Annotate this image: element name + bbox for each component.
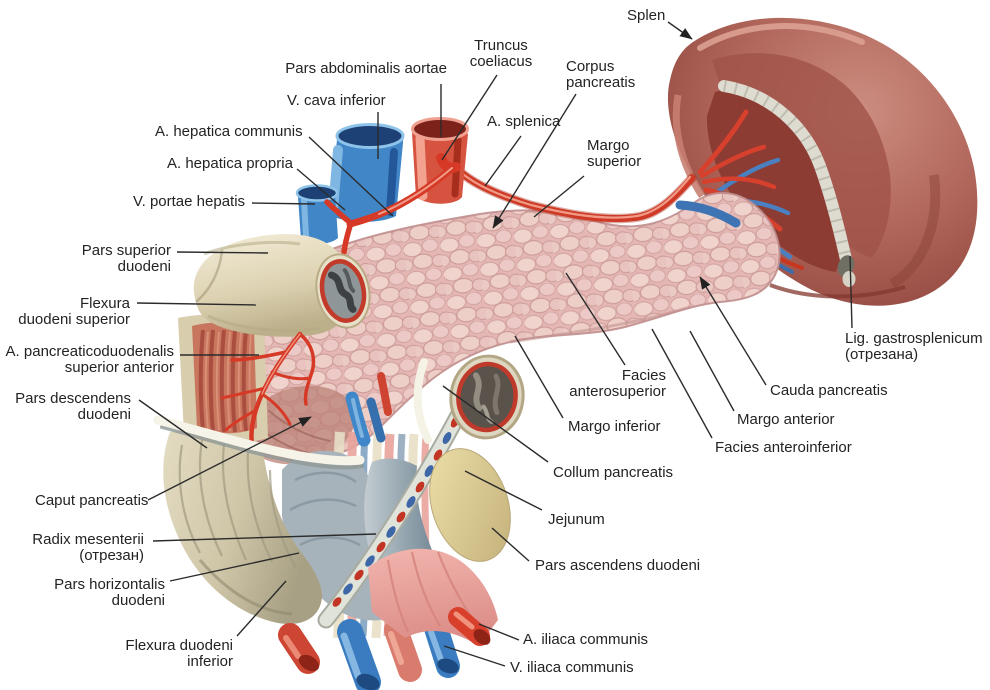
label-a-hepatica-propria: A. hepatica propria (167, 155, 293, 172)
leader-hepatica-propria (296, 168, 346, 211)
label-v-portae-hepatis: V. portae hepatis (133, 193, 246, 210)
label-margo-inferior: Margo inferior (568, 418, 661, 435)
label-truncus-coeliacus: Truncus coeliacus (469, 37, 533, 70)
label-facies-anterosuperior: Facies anterosuperior (569, 367, 666, 400)
leader-pars-horizontalis (169, 552, 300, 582)
label-lig-gastrosplenicum: Lig. gastrosplenicum (отрезана) (845, 330, 983, 363)
label-margo-anterior: Margo anterior (737, 411, 835, 428)
leader-portae (251, 202, 316, 205)
leader-v-iliaca (443, 645, 506, 667)
hepatic-artery-branches (324, 164, 456, 255)
jejunum-bulge (429, 448, 511, 562)
label-a-pancreaticoduodenalis: A. pancreaticoduodenalis superior anteri… (5, 343, 174, 376)
leader-truncus (441, 74, 498, 161)
radix-mesenterii-band (317, 399, 471, 629)
leader-hepatica-communis (308, 136, 394, 217)
leader-lines (136, 21, 853, 667)
label-cauda-pancreatis: Cauda pancreatis (770, 382, 888, 399)
pancreas (238, 191, 781, 465)
leader-corpus (492, 93, 577, 229)
label-margo-superior: Margo superior (587, 137, 642, 170)
leader-collum (442, 385, 549, 463)
label-v-iliaca-communis: V. iliaca communis (510, 659, 634, 676)
leader-radix (152, 533, 377, 542)
leader-pars-descendens (138, 399, 208, 449)
splenic-hilum (706, 89, 843, 273)
aorta (411, 117, 469, 204)
leader-splenica (484, 135, 522, 187)
label-a-hepatica-communis: A. hepatica communis (155, 123, 303, 140)
label-pars-descendens-duodeni: Pars descendens duodeni (15, 390, 131, 423)
leader-jejunum (464, 470, 543, 511)
duodenum-superior (193, 234, 371, 337)
v-portae-hepatis-vessel (295, 184, 339, 244)
iliac-vessels (278, 616, 460, 690)
leader-flexura-superior (136, 302, 257, 306)
label-caput-pancreatis: Caput pancreatis (35, 492, 149, 509)
leader-splen (667, 21, 693, 40)
leader-pars-ascendens (491, 527, 530, 562)
label-corpus-pancreatis: Corpus pancreatis (566, 58, 636, 91)
a-iliaca-stub (448, 607, 491, 646)
leader-lig (849, 255, 853, 329)
leader-cauda (699, 276, 767, 386)
splenic-artery (447, 159, 741, 228)
leader-margo-inferior (514, 335, 564, 419)
leader-pars-superior (176, 251, 269, 254)
label-radix-mesenterii: Radix mesenterii (отрезан) (32, 531, 144, 564)
leader-caput (147, 416, 312, 501)
label-facies-anteroinferior: Facies anteroinferior (715, 439, 852, 456)
label-jejunum: Jejunum (548, 511, 605, 528)
label-pars-abdominalis-aortae: Pars abdominalis aortae (285, 60, 447, 77)
duodenum-lower (163, 430, 322, 625)
jejunum-cut (413, 354, 525, 444)
label-a-iliaca-communis: A. iliaca communis (523, 631, 649, 648)
leader-margo-anterior (689, 330, 735, 412)
duodenum-descendens (178, 314, 268, 443)
label-splen: Splen (627, 7, 666, 24)
label-flexura-duodeni-superior: Flexura duodeni superior (18, 295, 130, 328)
label-flexura-duodeni-inferior: Flexura duodeni inferior (125, 637, 233, 670)
a-pancreaticoduodenalis-vessel (220, 331, 316, 447)
mesenteric-vessels (345, 372, 392, 447)
leader-facies-anteroinferior (651, 328, 713, 439)
label-a-splenica: A. splenica (487, 113, 561, 130)
label-collum-pancreatis: Collum pancreatis (553, 464, 674, 481)
leader-flexura-inferior (236, 580, 287, 637)
leader-margo-superior (533, 175, 585, 218)
peritoneum-edge (153, 415, 365, 470)
label-v-cava-inferior: V. cava inferior (287, 92, 386, 109)
label-pars-horizontalis-duodeni: Pars horizontalis duodeni (54, 576, 165, 609)
label-pars-superior-duodeni: Pars superior duodeni (81, 242, 171, 275)
leader-facies-anterosuperior (565, 272, 626, 366)
leader-a-iliaca (478, 623, 520, 641)
label-pars-ascendens-duodeni: Pars ascendens duodeni (535, 557, 701, 574)
